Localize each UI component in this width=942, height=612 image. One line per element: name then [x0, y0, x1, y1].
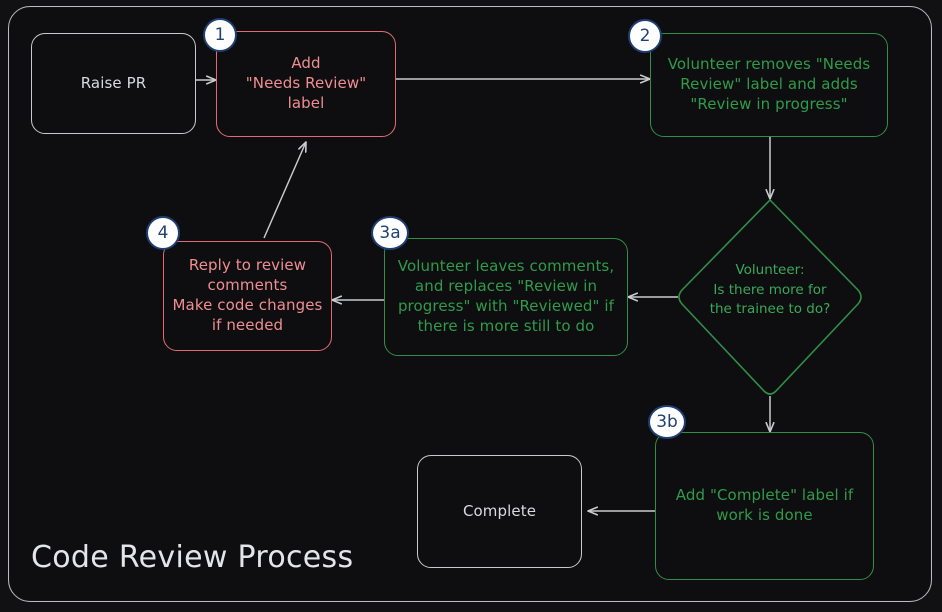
node-volunteer-review[interactable]: Volunteer removes "Needs Review" label a… — [650, 33, 888, 137]
node-leaves-comments[interactable]: Volunteer leaves comments, and replaces … — [384, 238, 628, 356]
badge-step-2-text: 2 — [639, 25, 651, 46]
node-add-complete-label: Add "Complete" label if work is done — [675, 486, 854, 524]
node-leaves-comments-label: Volunteer leaves comments, and replaces … — [397, 257, 615, 335]
badge-step-1-text: 1 — [214, 24, 226, 45]
node-raise-pr[interactable]: Raise PR — [31, 33, 196, 134]
diagram-frame — [8, 6, 932, 602]
node-complete[interactable]: Complete — [417, 455, 582, 568]
node-reply-label: Reply to review comments Make code chang… — [172, 256, 323, 334]
badge-step-2[interactable]: 2 — [628, 19, 662, 53]
node-add-label-label: Add "Needs Review" label — [245, 54, 367, 112]
badge-step-4-text: 4 — [157, 222, 169, 243]
decision-diamond[interactable] — [678, 199, 862, 395]
badge-step-3b-text: 3b — [656, 411, 678, 432]
node-add-complete[interactable]: Add "Complete" label if work is done — [655, 432, 874, 580]
badge-step-1[interactable]: 1 — [203, 18, 237, 52]
badge-step-3a-text: 3a — [379, 222, 401, 243]
edge-reply-to-add-label — [263, 142, 306, 239]
node-complete-label: Complete — [462, 501, 537, 520]
node-raise-pr-label: Raise PR — [80, 73, 147, 92]
node-volunteer-review-label: Volunteer removes "Needs Review" label a… — [667, 55, 871, 113]
badge-step-3a[interactable]: 3a — [371, 216, 409, 250]
badge-step-4[interactable]: 4 — [146, 216, 180, 250]
node-reply[interactable]: Reply to review comments Make code chang… — [163, 241, 332, 351]
diagram-title: Code Review Process — [31, 540, 354, 575]
node-add-label[interactable]: Add "Needs Review" label — [216, 31, 396, 137]
badge-step-3b[interactable]: 3b — [648, 405, 686, 439]
